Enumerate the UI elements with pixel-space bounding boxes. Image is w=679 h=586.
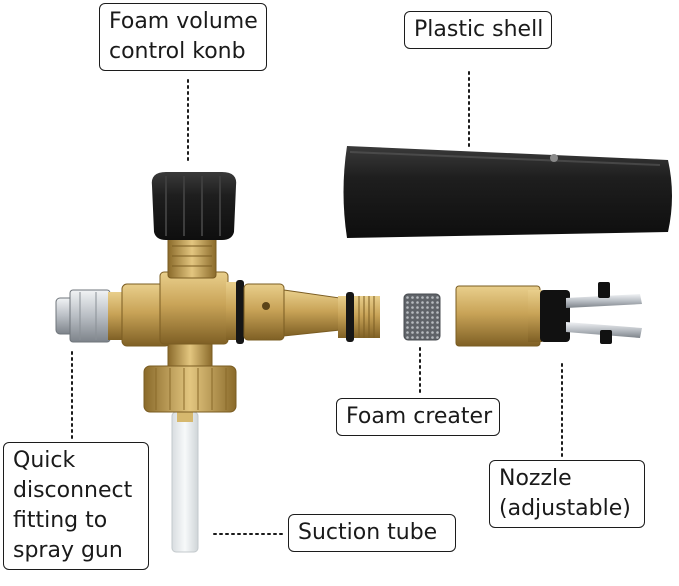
label-text: fitting to: [13, 508, 108, 533]
label-text: disconnect: [13, 478, 133, 503]
label-suction-tube: Suction tube: [288, 514, 456, 552]
label-quick-disconnect-fitting: Quick disconnect fitting to spray gun: [3, 442, 149, 570]
label-text: control konb: [109, 39, 246, 64]
label-text: Foam creater: [346, 404, 493, 429]
leader-lines: [71, 71, 563, 535]
label-text: Foam volume: [109, 9, 258, 34]
label-text: Suction tube: [298, 520, 438, 545]
quick-disconnect-fitting: [55, 289, 124, 343]
brass-body: [121, 231, 380, 413]
foam-creater-part: [403, 293, 441, 341]
label-foam-creater: Foam creater: [336, 398, 500, 436]
label-text: Plastic shell: [414, 17, 544, 42]
control-knob: [151, 172, 237, 240]
suction-tube-part: [171, 410, 199, 553]
label-nozzle-adjustable: Nozzle (adjustable): [489, 460, 645, 528]
label-text: spray gun: [13, 538, 123, 563]
plastic-shell: [343, 146, 672, 238]
label-plastic-shell: Plastic shell: [404, 11, 552, 49]
label-text: Quick: [13, 448, 76, 473]
nozzle-part: [455, 282, 642, 347]
label-text: Nozzle: [499, 466, 572, 491]
label-text: (adjustable): [499, 496, 631, 521]
label-foam-volume-control-knob: Foam volume control konb: [99, 3, 267, 71]
